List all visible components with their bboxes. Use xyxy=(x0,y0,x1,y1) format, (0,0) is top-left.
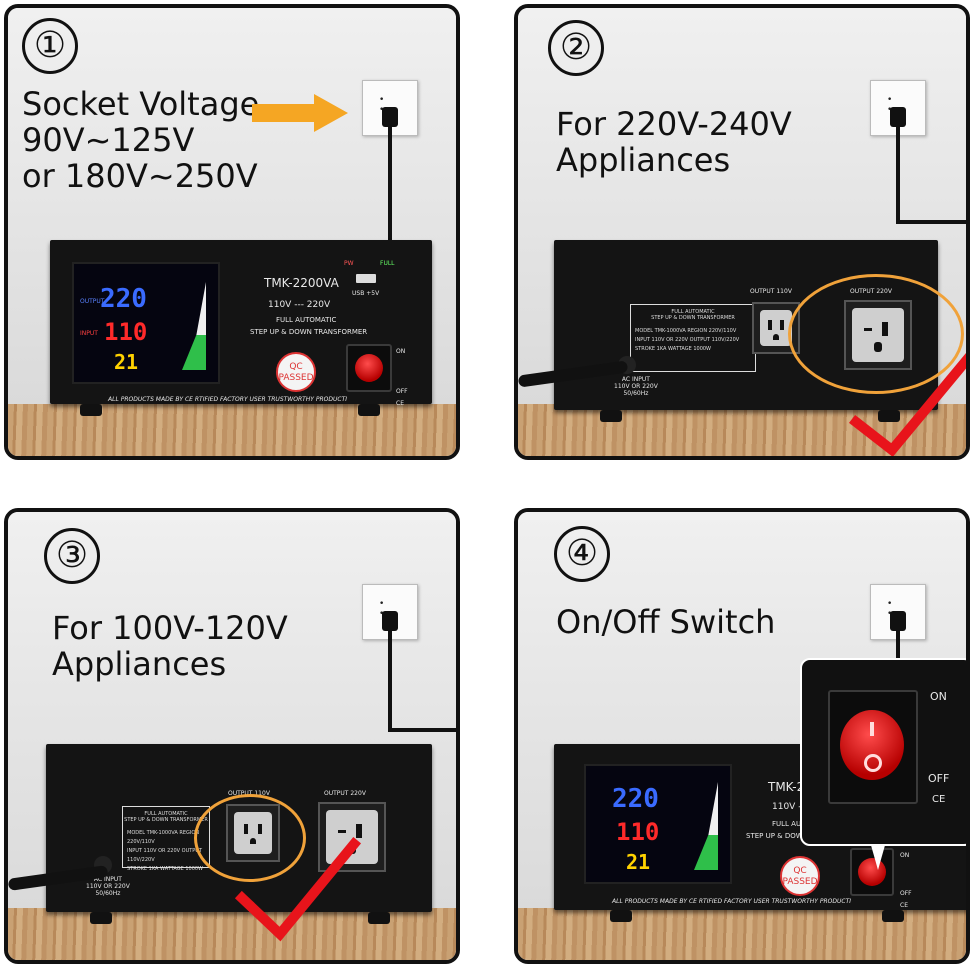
highlight-ring xyxy=(194,794,306,882)
power-switch[interactable] xyxy=(346,344,392,392)
footer-text: ALL PRODUCTS MADE BY CE RTIFIED FACTORY … xyxy=(108,396,348,403)
display-input-value: 110 xyxy=(616,818,660,846)
device-foot xyxy=(80,404,102,416)
level-bar xyxy=(182,282,206,370)
display-load-value: 21 xyxy=(114,350,139,374)
zoom-off-label: OFF xyxy=(928,772,950,785)
transformer-front: OUTPUT 220 INPUT 110 21 TMK-2200VA 110V … xyxy=(50,240,432,407)
on-mark xyxy=(870,722,874,736)
voltage-label: 110V --- 220V xyxy=(268,300,331,310)
step-panel-1: ① Socket Voltage 90V~125V or 180V~250V •… xyxy=(4,4,460,460)
step-number: ① xyxy=(22,18,78,74)
rocker-button[interactable] xyxy=(858,858,886,886)
display-load-value: 21 xyxy=(626,850,651,874)
output-110-label: OUTPUT 110V xyxy=(228,790,270,797)
display-label-input: INPUT xyxy=(80,330,98,337)
wall-socket-icon: • • xyxy=(362,584,418,640)
power-cable xyxy=(388,728,456,732)
switch-zoom-callout: ON OFF CE xyxy=(800,658,966,846)
display-output-value: 220 xyxy=(100,284,147,314)
spec-rows: MODEL TMK-1000VA REGION 220V/110V INPUT … xyxy=(635,328,740,352)
display-output-value: 220 xyxy=(612,784,659,814)
qc-passed-badge: QC PASSED xyxy=(276,352,316,392)
spec-label-plate: FULL AUTOMATIC STEP UP & DOWN TRANSFORME… xyxy=(122,806,210,872)
checkmark-icon xyxy=(848,352,966,456)
voltage-label: 110V --- 2 xyxy=(772,802,817,812)
spec-label-plate: FULL AUTOMATIC STEP UP & DOWN TRANSFORME… xyxy=(630,304,756,372)
ac-input-label: AC INPUT 110V OR 220V 50/60Hz xyxy=(86,876,130,897)
zoom-on-label: ON xyxy=(930,690,947,703)
power-cable xyxy=(388,630,392,730)
step-heading: For 220V-240V Appliances xyxy=(556,105,792,179)
usb-port-icon xyxy=(356,274,376,283)
step-heading: On/Off Switch xyxy=(556,603,776,641)
output-220-label: OUTPUT 220V xyxy=(324,790,366,797)
device-foot xyxy=(878,410,900,422)
model-label: TMK-2200VA xyxy=(264,276,339,290)
on-label: ON xyxy=(900,852,910,859)
feature-label-2: STEP UP & DOWN TRANSFORMER xyxy=(250,328,368,336)
power-cable xyxy=(896,126,900,222)
step-panel-3: ③ For 100V-120V Appliances • • FULL AUTO… xyxy=(4,508,460,964)
wooden-shelf xyxy=(8,404,456,456)
output-110-label: OUTPUT 110V xyxy=(750,288,792,295)
device-foot xyxy=(368,912,390,924)
device-foot xyxy=(90,912,112,924)
power-cable xyxy=(896,220,966,224)
device-foot xyxy=(610,910,632,922)
ce-mark: CE xyxy=(900,902,908,909)
arrow-right-icon xyxy=(252,94,348,132)
spec-rows: MODEL TMK-1000VA REGION 220V/110V INPUT … xyxy=(127,830,204,872)
spec-title: FULL AUTOMATIC STEP UP & DOWN TRANSFORME… xyxy=(651,309,735,321)
power-switch[interactable] xyxy=(850,848,894,896)
digital-display: OUTPUT 220 INPUT 110 21 xyxy=(72,262,220,384)
step-number: ④ xyxy=(554,526,610,582)
display-label-output: OUTPUT xyxy=(80,298,105,305)
footer-text: ALL PRODUCTS MADE BY CE RTIFIED FACTORY … xyxy=(612,898,852,905)
qc-passed-badge: QC PASSED xyxy=(780,856,820,896)
level-bar xyxy=(694,782,718,870)
step-number: ② xyxy=(548,20,604,76)
step-heading: For 100V-120V Appliances xyxy=(52,609,288,683)
spec-title: FULL AUTOMATIC STEP UP & DOWN TRANSFORME… xyxy=(124,811,208,823)
wall-socket-icon: • • xyxy=(870,80,926,136)
off-label: OFF xyxy=(900,890,912,897)
feature-label-1: FULL AUTOMATIC xyxy=(276,316,337,324)
zoomed-power-switch[interactable] xyxy=(828,690,918,804)
step-panel-2: ② For 220V-240V Appliances • • FULL AUTO… xyxy=(514,4,970,460)
device-foot xyxy=(600,410,622,422)
digital-display: 220 110 21 xyxy=(584,764,732,884)
checkmark-icon xyxy=(234,836,362,942)
off-label: OFF xyxy=(396,388,408,395)
ac-input-label: AC INPUT 110V OR 220V 50/60Hz xyxy=(614,376,658,397)
rocker-button[interactable] xyxy=(355,354,383,382)
step-number: ③ xyxy=(44,528,100,584)
zoomed-rocker-button[interactable] xyxy=(840,710,904,780)
full-led-label: FULL xyxy=(380,260,395,267)
highlight-ring xyxy=(788,274,964,394)
model-label: TMK-2 xyxy=(768,780,805,794)
display-input-value: 110 xyxy=(104,318,148,346)
off-mark xyxy=(864,754,882,772)
device-foot xyxy=(882,910,904,922)
on-label: ON xyxy=(396,348,406,355)
ce-mark: CE xyxy=(396,400,404,407)
usb-label: USB +5V xyxy=(352,290,380,297)
step-heading: Socket Voltage 90V~125V or 180V~250V xyxy=(22,85,260,195)
pw-led-label: PW xyxy=(344,260,354,267)
device-foot xyxy=(358,404,380,416)
zoom-ce-mark: CE xyxy=(932,794,946,805)
step-panel-4: ④ On/Off Switch • • 220 110 21 TMK-2 110… xyxy=(514,508,970,964)
outlet-220v[interactable] xyxy=(318,802,386,872)
power-cable xyxy=(388,126,392,244)
